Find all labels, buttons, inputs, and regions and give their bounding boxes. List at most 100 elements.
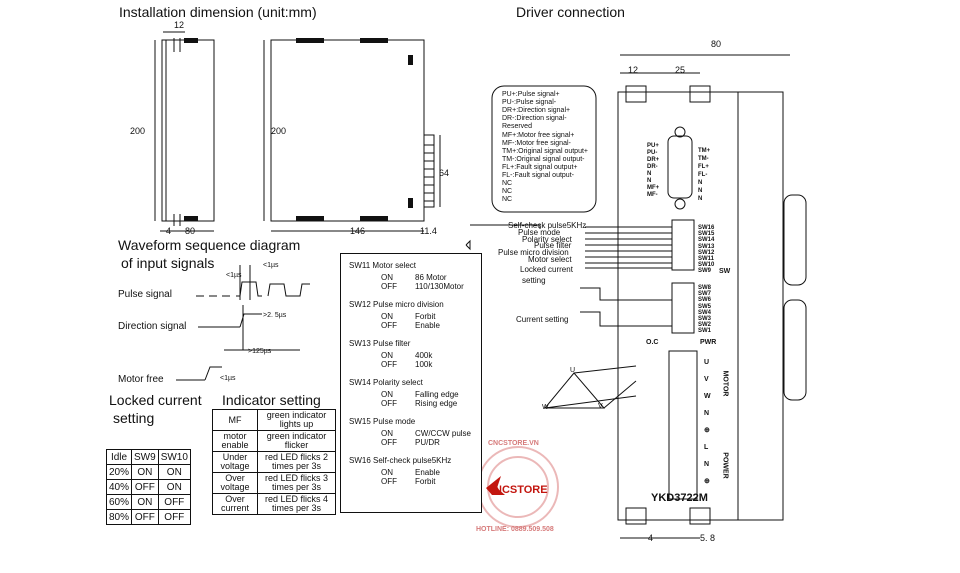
label-pwr: PWR — [700, 339, 717, 346]
sw-group-title: SW14 Polarity select — [349, 378, 423, 387]
sw-row-state: ON — [381, 468, 393, 477]
sw-label: SW13 — [698, 243, 715, 250]
table-cell: green indicator lights up — [257, 409, 336, 431]
connector-pin-left: PU- — [647, 150, 658, 156]
legend-line: NC — [502, 180, 513, 188]
sw-group-title: SW16 Self-check pulse5KHz — [349, 456, 452, 465]
table-cell: Under voltage — [212, 451, 258, 473]
sw-row-state: ON — [381, 429, 393, 438]
connector-pin-right: FL+ — [698, 164, 709, 170]
dim-200-front: 200 — [130, 126, 146, 136]
sw-row-value: 110/130Motor — [415, 282, 464, 291]
sw-row-value: Enable — [415, 321, 440, 330]
legend-line: NC — [502, 188, 513, 196]
sw-row-state: OFF — [381, 399, 397, 408]
sw-group-title: SW13 Pulse filter — [349, 339, 411, 348]
table-cell: MF — [212, 409, 258, 431]
connector-pin-right: TM- — [698, 156, 709, 162]
front-view-outline — [154, 31, 215, 232]
connector-pin-right: FL- — [698, 172, 708, 178]
sw-label: SW8 — [698, 285, 712, 291]
locked-title-line2: setting — [113, 410, 155, 426]
dim-12-driver: 12 — [628, 65, 639, 75]
table-cell: ON — [157, 479, 191, 495]
terminal-block — [668, 350, 698, 500]
table-cell: 80% — [105, 509, 133, 525]
sw-label: SW5 — [698, 303, 712, 310]
connector-pin-right: N — [698, 188, 703, 194]
dim-80-front: 80 — [185, 226, 196, 236]
sw-row-state: OFF — [381, 360, 397, 369]
motor-v: V — [598, 403, 603, 410]
sw-row-value: Rising edge — [415, 399, 458, 408]
legend-line: Reserved — [502, 123, 532, 131]
sw-label: SW16 — [698, 225, 715, 231]
callout-label: Locked current — [520, 265, 573, 274]
callout-label: Current setting — [516, 315, 569, 324]
connector-pin-left: MF+ — [647, 185, 660, 191]
table-cell: 40% — [105, 479, 133, 495]
table-cell: SW9 — [131, 449, 159, 465]
legend-line: NC — [502, 196, 513, 204]
callout-label: Motor select — [528, 255, 572, 264]
legend-line: DR+:Direction signal+ — [502, 107, 571, 115]
connector-pin-right: N — [698, 180, 703, 186]
label-power: POWER — [721, 452, 729, 479]
table-cell: OFF — [157, 494, 191, 510]
legend-line: PU+:Pulse signal+ — [502, 91, 560, 98]
wave-t4: >125µs — [248, 348, 272, 355]
front-view-blocks — [184, 38, 198, 221]
waveform-title-line2: of input signals — [121, 255, 215, 271]
sw-row-state: ON — [381, 312, 393, 321]
locked-title-line1: Locked current — [109, 392, 202, 408]
sw-label: SW11 — [698, 256, 715, 262]
sw-row-value: Forbit — [415, 312, 436, 321]
connector-pin-left: DR- — [647, 164, 658, 170]
store-logo-mark — [486, 476, 505, 495]
legend-line: TM+:Original signal output+ — [502, 147, 588, 155]
sw-row-state: OFF — [381, 282, 397, 291]
terminal-label: N — [704, 410, 710, 417]
table-cell: 20% — [105, 464, 133, 480]
terminal-label: U — [704, 359, 710, 366]
sw-row-value: Falling edge — [415, 390, 459, 399]
table-cell: Idle — [105, 449, 133, 465]
table-cell: ON — [157, 464, 191, 480]
legend-line: PU-:Pulse signal- — [502, 99, 557, 107]
connector-pin-left: N — [647, 171, 652, 177]
label-direction-signal: Direction signal — [118, 321, 187, 332]
dim-25: 25 — [675, 65, 686, 75]
sw-label: SW4 — [698, 309, 712, 316]
sw-label: SW2 — [698, 322, 712, 329]
table-cell: OFF — [131, 479, 159, 495]
legend-line: FL+:Fault signal output+ — [502, 163, 578, 171]
table-cell: ON — [131, 464, 159, 480]
side-view-fins — [424, 144, 434, 202]
label-motor-free: Motor free — [118, 374, 164, 385]
wave-t3: >2. 5µs — [263, 312, 287, 319]
table-cell: motor enable — [212, 430, 258, 452]
connector-pin-left: N — [647, 178, 652, 184]
dim-12: 12 — [174, 20, 185, 30]
dip-switch-blocks — [671, 219, 695, 334]
model-name: YKD3722M — [651, 492, 708, 504]
terminal-label: L — [704, 444, 709, 451]
sw-row-state: ON — [381, 273, 393, 282]
label-pulse-signal: Pulse signal — [118, 289, 172, 300]
table-cell: OFF — [157, 509, 191, 525]
wave-t2: <1µs — [263, 262, 279, 269]
terminal-label: V — [704, 376, 709, 383]
waveform-title-line1: Waveform sequence diagram — [118, 237, 301, 253]
table-cell: Over current — [212, 493, 258, 515]
connector-pin-right: TM+ — [698, 148, 711, 154]
driver-body — [617, 54, 807, 539]
waveform-traces — [176, 265, 310, 381]
